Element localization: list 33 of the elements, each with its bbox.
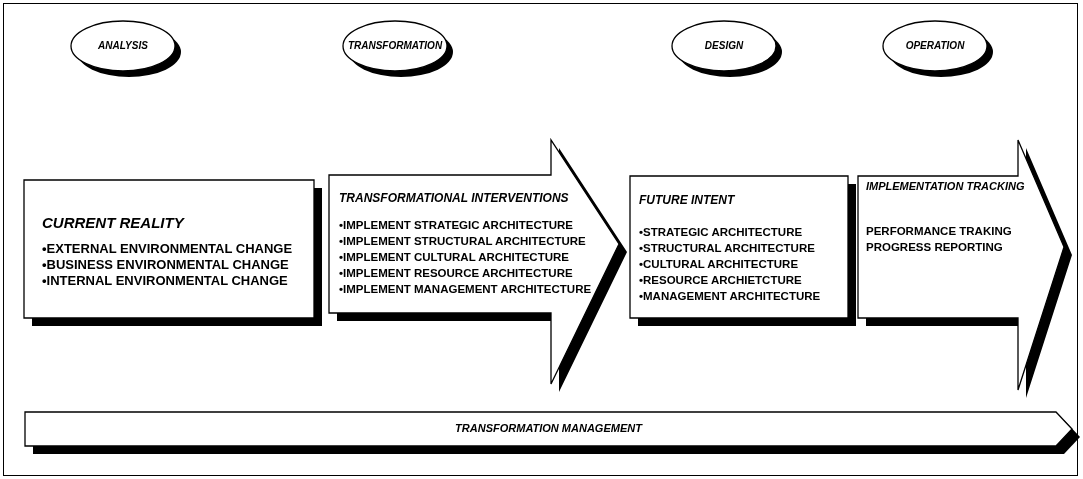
list-item: •STRUCTURAL ARCHITECTURE (639, 242, 815, 255)
management-band (25, 412, 1080, 454)
stage-box (630, 176, 856, 326)
phase-label: TRANSFORMATION (346, 40, 444, 51)
stage-heading: FUTURE INTENT (639, 193, 735, 207)
list-item: PROGRESS REPORTING (866, 241, 1003, 254)
list-item: •IMPLEMENT CULTURAL ARCHITECTURE (339, 251, 569, 264)
pointed-stage-panel (329, 140, 627, 392)
phase-label: DESIGN (703, 40, 745, 51)
stage-box (24, 180, 322, 326)
phase-label: OPERATION (904, 40, 966, 51)
list-item: PERFORMANCE TRAKING (866, 225, 1012, 238)
stage-heading: IMPLEMENTATION TRACKING (866, 180, 1025, 192)
list-item: •STRATEGIC ARCHITECTURE (639, 226, 803, 239)
list-item: •INTERNAL ENVIRONMENTAL CHANGE (42, 274, 288, 287)
list-item: •MANAGEMENT ARCHITECTURE (639, 290, 821, 303)
list-item: •IMPLEMENT STRATEGIC ARCHITECTURE (339, 219, 574, 232)
phase-ellipse (882, 20, 994, 78)
list-item: •BUSINESS ENVIRONMENTAL CHANGE (42, 258, 289, 271)
list-item: •CULTURAL ARCHITECTURE (639, 258, 799, 271)
list-item: •IMPLEMENT RESOURCE ARCHITECTURE (339, 267, 573, 280)
phase-ellipse (342, 20, 454, 78)
stage-heading: CURRENT REALITY (42, 214, 184, 231)
stage-heading: TRANSFORMATIONAL INTERVENTIONS (339, 191, 569, 205)
phase-ellipse (70, 20, 182, 78)
band-label: TRANSFORMATION MANAGEMENT (454, 422, 644, 434)
pointed-stage-panel (858, 140, 1072, 398)
list-item: •IMPLEMENT STRUCTURAL ARCHITECTURE (339, 235, 586, 248)
list-item: •EXTERNAL ENVIRONMENTAL CHANGE (42, 242, 293, 255)
phase-label: ANALYSIS (97, 40, 149, 51)
phase-ellipse (671, 20, 783, 78)
list-item: •RESOURCE ARCHIETCTURE (639, 274, 802, 287)
list-item: •IMPLEMENT MANAGEMENT ARCHITECTURE (339, 283, 592, 296)
